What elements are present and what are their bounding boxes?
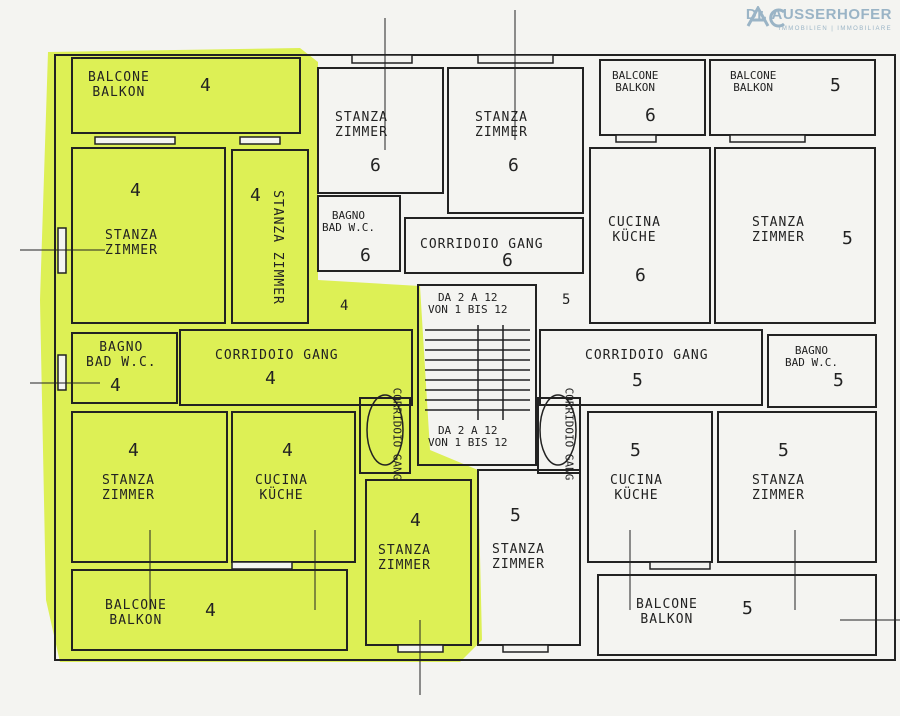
unit-number: 4 (340, 298, 349, 314)
unit-number: 4 (282, 440, 293, 461)
room-label: CORRIDOIO GANG (420, 237, 544, 252)
unit-number: 5 (778, 440, 789, 461)
unit-number: 5 (510, 505, 521, 526)
unit-number: 6 (360, 245, 371, 266)
building-outline (54, 54, 896, 661)
unit-number: 6 (508, 155, 519, 176)
unit-number: 5 (632, 370, 643, 391)
unit-number: 4 (130, 180, 141, 201)
logo-tagline: IMMOBILIEN | IMMOBILIARE (778, 26, 892, 32)
unit-number: 4 (265, 368, 276, 389)
unit-number: 4 (205, 600, 216, 621)
unit-number: 5 (830, 75, 841, 96)
room-label: CORRIDOIO GANG (585, 348, 709, 363)
unit-number: 4 (110, 375, 121, 396)
logo: Dr. AUSSERHOFER IMMOBILIEN | IMMOBILIARE (746, 6, 892, 32)
logo-mark-icon (746, 6, 785, 28)
unit-number: 5 (842, 228, 853, 249)
unit-number: 4 (410, 510, 421, 531)
unit-4-highlight (40, 48, 482, 662)
unit-number: 4 (200, 75, 211, 96)
unit-number: 5 (833, 370, 844, 391)
unit-number: 4 (250, 185, 261, 206)
room-label: CORRIDOIO GANG (562, 387, 576, 481)
unit-number: 6 (635, 265, 646, 286)
room-label: CORRIDOIO GANG (215, 348, 339, 363)
unit-number: 6 (502, 250, 513, 271)
room-label: STANZA ZIMMER (269, 190, 285, 305)
unit-number: 5 (562, 292, 571, 308)
unit-number: 4 (128, 440, 139, 461)
unit-number: 6 (370, 155, 381, 176)
unit-number: 6 (645, 105, 656, 126)
room-label: CORRIDOIO GANG (390, 387, 404, 481)
unit-4-highlight-notch (318, 195, 400, 275)
unit-number: 5 (742, 598, 753, 619)
unit-number: 5 (630, 440, 641, 461)
